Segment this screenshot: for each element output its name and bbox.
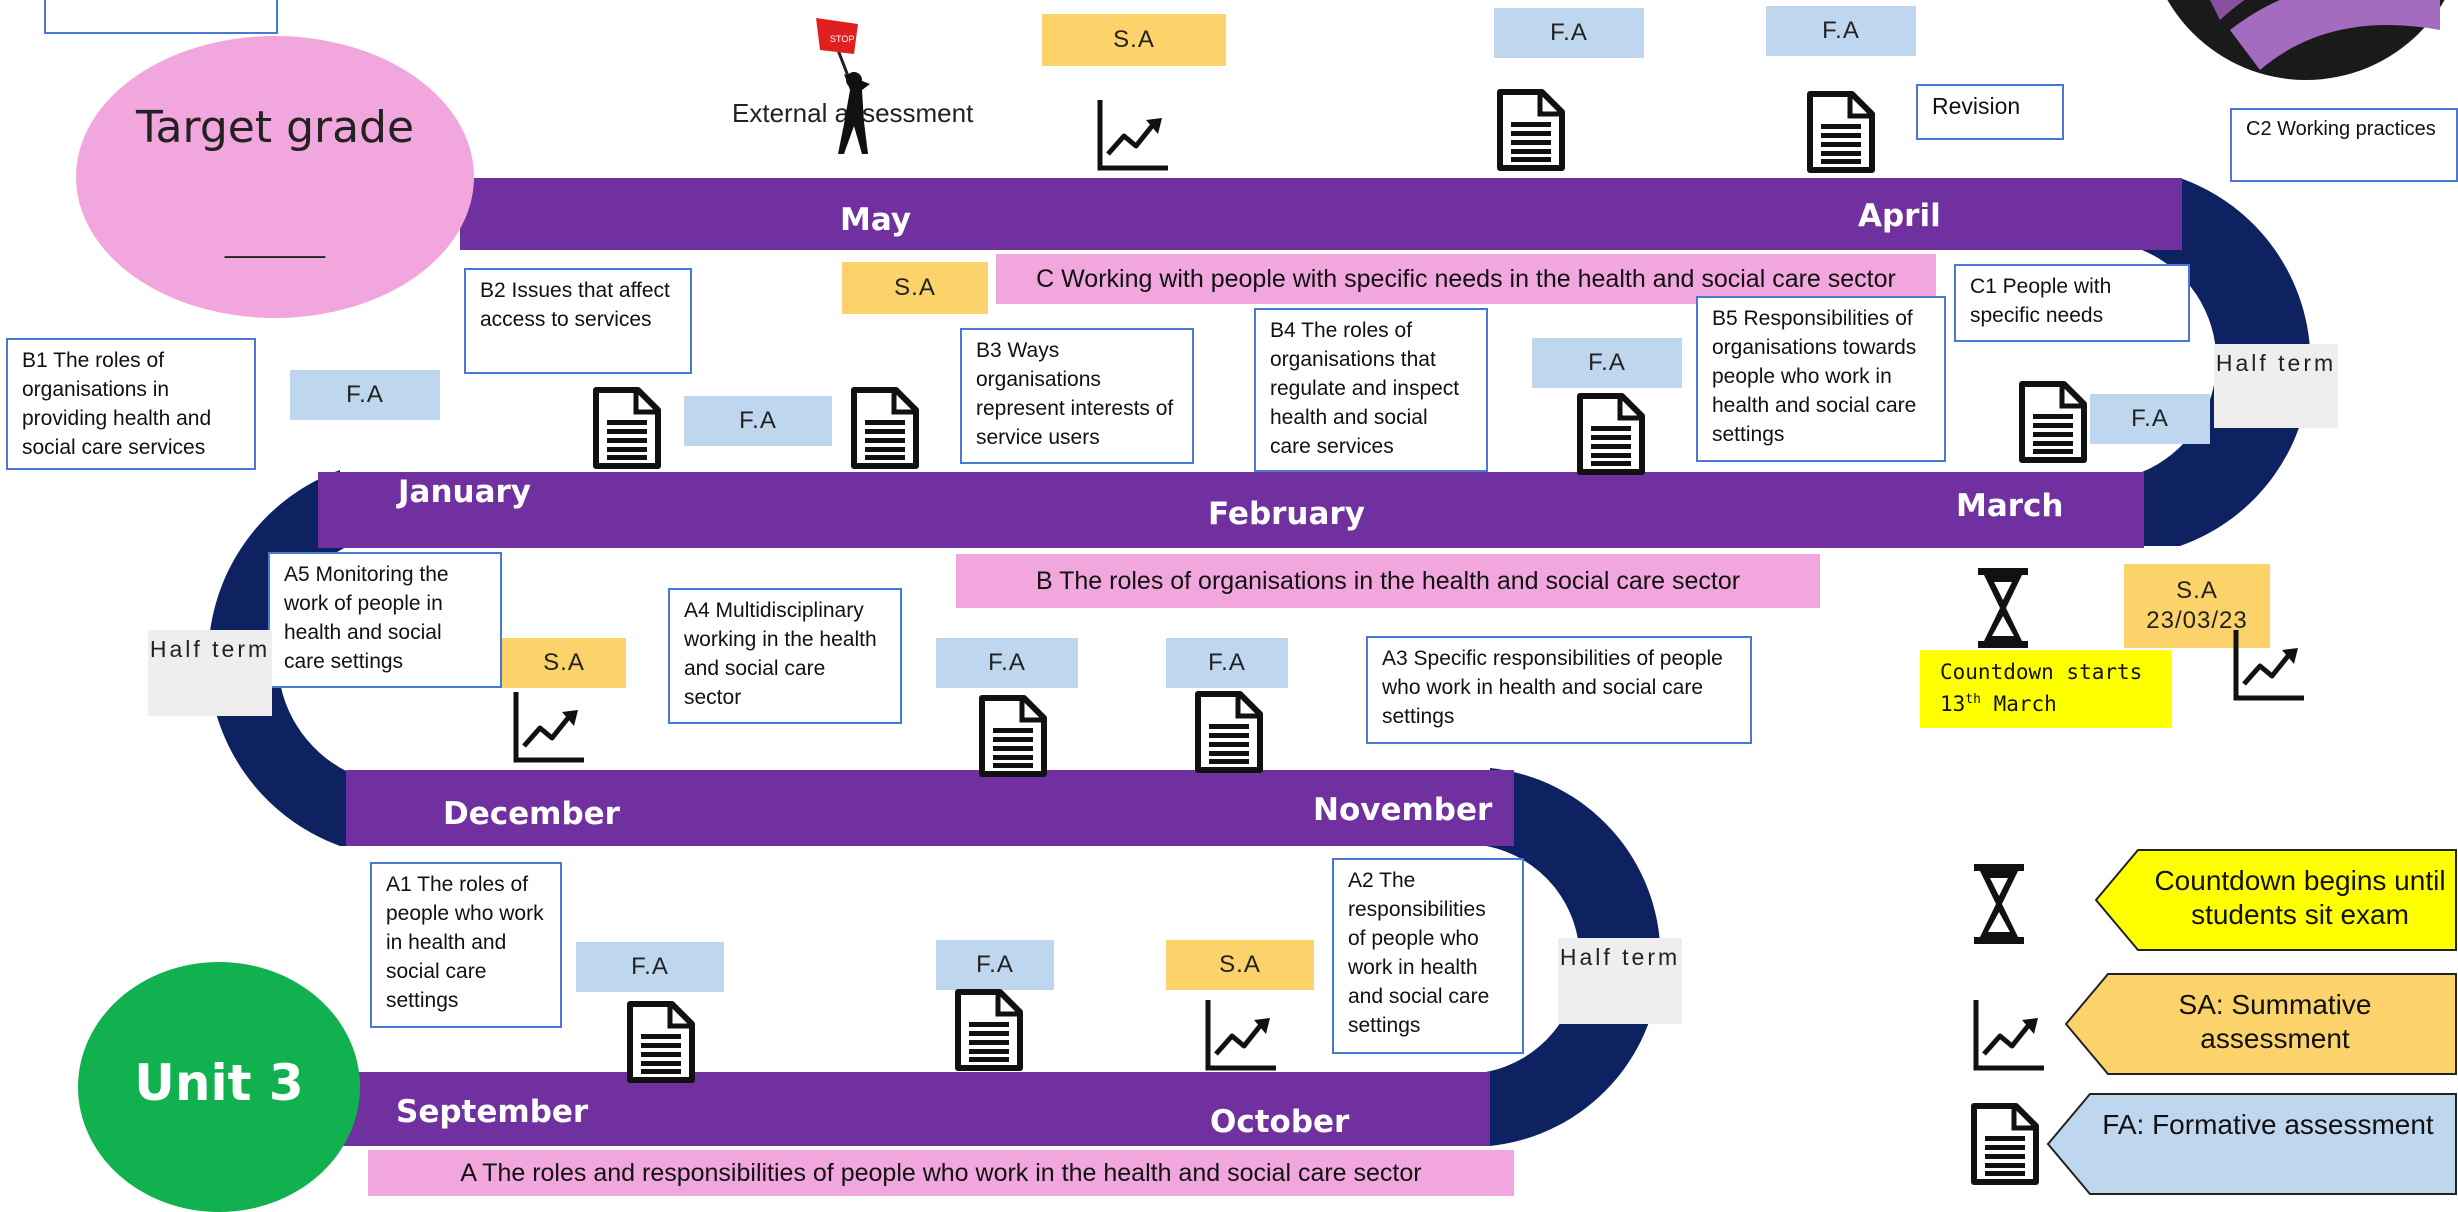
- sa-label: S.A: [1166, 940, 1314, 990]
- fa-label: F.A: [1166, 638, 1288, 688]
- target-grade-blank: ______: [224, 226, 326, 259]
- legend-arrow-sa: [2064, 973, 2457, 1075]
- hourglass-icon: [1974, 864, 2024, 944]
- month-march: March: [1956, 488, 2064, 524]
- banner-b: B The roles of organisations in the heal…: [956, 554, 1820, 608]
- fa-label: F.A: [1532, 338, 1682, 388]
- sa-dated-label: S.A 23/03/23: [2124, 564, 2270, 648]
- unit-circle: Unit 3: [78, 962, 360, 1212]
- month-september: September: [396, 1094, 589, 1130]
- document-icon: [851, 387, 919, 469]
- fa-label: F.A: [290, 370, 440, 420]
- countdown-date-sup: th: [1965, 692, 1981, 707]
- topic-a1: A1 The roles of people who work in healt…: [370, 862, 562, 1028]
- banner-c: C Working with people with specific need…: [996, 254, 1936, 304]
- document-icon: [1971, 1103, 2039, 1185]
- fa-label: F.A: [1494, 8, 1644, 58]
- fa-label: F.A: [2090, 394, 2210, 444]
- flag-person-icon: STOP: [816, 18, 870, 154]
- legend-arrow-fa: [2046, 1093, 2457, 1195]
- track-may-april: [460, 178, 2182, 250]
- topic-a3: A3 Specific responsibilities of people w…: [1366, 636, 1752, 744]
- topic-b1: B1 The roles of organisations in providi…: [6, 338, 256, 470]
- month-november: November: [1313, 792, 1493, 828]
- topic-c2: C2 Working practices: [2230, 108, 2458, 182]
- hourglass-icon: [1978, 568, 2028, 648]
- track-sep-oct: [338, 1072, 1490, 1146]
- topic-revision: Revision: [1916, 84, 2064, 140]
- topic-c1: C1 People with specific needs: [1954, 264, 2190, 342]
- chart-up-icon: [1205, 1000, 1276, 1071]
- fa-label: F.A: [936, 638, 1078, 688]
- document-icon: [1577, 393, 1645, 475]
- chart-up-icon: [1097, 100, 1168, 171]
- topic-b2: B2 Issues that affect access to services: [464, 268, 692, 374]
- track-dec-nov: [346, 770, 1514, 846]
- document-icon: [2019, 381, 2087, 463]
- fa-label: F.A: [576, 942, 724, 992]
- fa-label: F.A: [1766, 6, 1916, 56]
- topic-a4: A4 Multidisciplinary working in the heal…: [668, 588, 902, 724]
- topic-b4: B4 The roles of organisations that regul…: [1254, 308, 1488, 472]
- document-icon: [955, 989, 1023, 1071]
- month-january: January: [398, 474, 532, 510]
- banner-a: A The roles and responsibilities of peop…: [368, 1150, 1514, 1196]
- countdown-date-rest: March: [1980, 692, 2057, 716]
- chart-up-icon: [513, 692, 584, 763]
- sa-label: S.A: [502, 638, 626, 688]
- half-term-2: Half term: [148, 630, 272, 716]
- half-term-3: Half term: [1558, 938, 1682, 1024]
- topic-a5: A5 Monitoring the work of people in heal…: [268, 552, 502, 688]
- unit-label: Unit 3: [134, 1054, 304, 1112]
- legend-countdown-text: Countdown begins until students sit exam: [2154, 865, 2446, 930]
- legend-sa-text: SA: Summative assessment: [2178, 989, 2372, 1054]
- countdown-line1: Countdown starts: [1940, 660, 2143, 684]
- countdown-note: Countdown starts 13th March: [1920, 650, 2172, 728]
- document-icon: [1497, 89, 1565, 171]
- target-grade-ellipse: Target grade ______: [76, 36, 474, 318]
- topic-a2: A2 The responsibilities of people who wo…: [1332, 858, 1524, 1054]
- half-term-1: Half term: [2214, 344, 2338, 428]
- sa-label: S.A: [842, 262, 988, 314]
- topic-b5: B5 Responsibilities of organisations tow…: [1696, 296, 1946, 462]
- month-december: December: [443, 796, 620, 832]
- document-icon: [979, 695, 1047, 777]
- flag-stop-text: STOP: [830, 34, 854, 44]
- fa-label: F.A: [684, 396, 832, 446]
- track-jan-march: [318, 472, 2144, 548]
- countdown-line2: 13th March: [1940, 686, 2172, 718]
- target-grade-label: Target grade: [135, 102, 415, 153]
- chart-up-icon: [2233, 630, 2304, 701]
- legend-arrow-countdown: [2094, 849, 2457, 951]
- document-icon: [593, 387, 661, 469]
- document-icon: [1195, 691, 1263, 773]
- sa-label: S.A: [1042, 14, 1226, 66]
- curve-right-bottom: [1486, 768, 1661, 1146]
- countdown-date-num: 13: [1940, 692, 1966, 716]
- fa-label: F.A: [936, 940, 1054, 990]
- logo: [2167, 0, 2445, 80]
- chart-up-icon: [1973, 1000, 2044, 1071]
- document-icon: [1807, 91, 1875, 173]
- document-icon: [627, 1001, 695, 1083]
- topic-b3: B3 Ways organisations represent interest…: [960, 328, 1194, 464]
- month-february: February: [1208, 496, 1365, 532]
- top-left-box: [44, 0, 278, 34]
- month-october: October: [1210, 1104, 1350, 1140]
- legend-fa-text: FA: Formative assessment: [2102, 1109, 2434, 1140]
- month-april: April: [1858, 198, 1941, 234]
- month-may: May: [840, 202, 912, 238]
